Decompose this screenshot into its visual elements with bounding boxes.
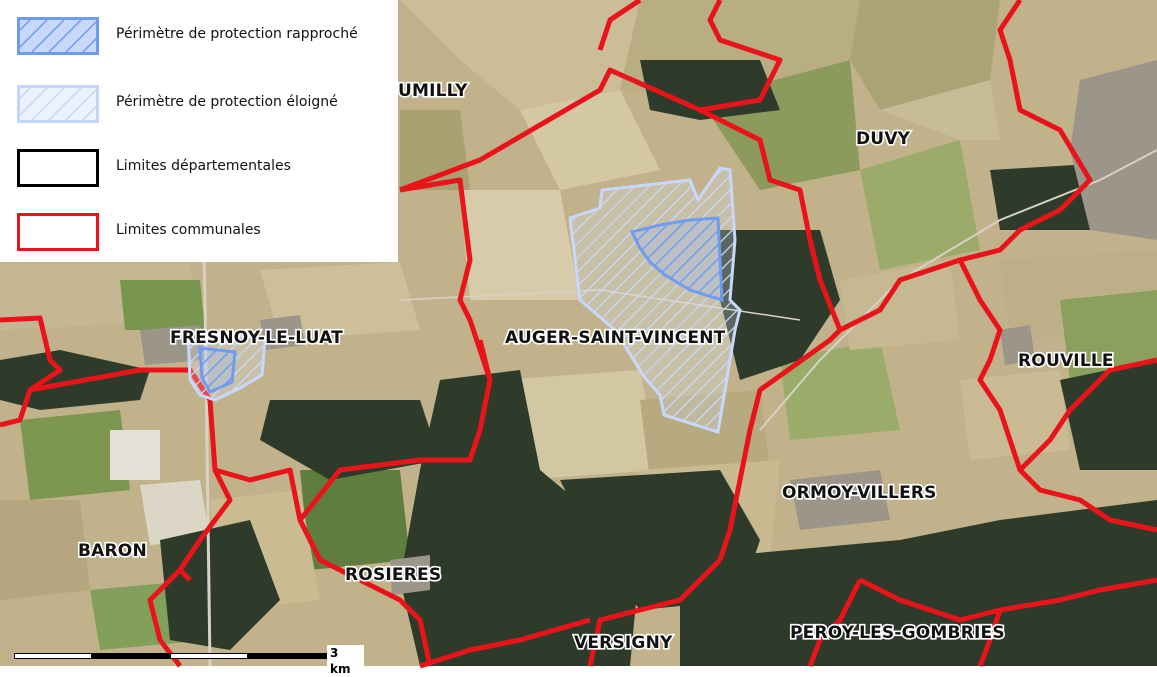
scale-segment-black-1 (92, 653, 170, 659)
legend-label-far-perimeter: Périmètre de protection éloigné (116, 94, 338, 110)
label-duvy: DUVY (856, 129, 911, 149)
hatched-blue-swatch-icon (17, 17, 99, 55)
label-peroy-les-gombries: PEROY-LES-GOMBRIES (790, 623, 1005, 643)
close-perimeter-fresnoy (198, 346, 237, 394)
fields (0, 0, 1157, 650)
scale-segment-white-1 (14, 653, 92, 659)
map-legend: Périmètre de protection rapproché Périmè… (0, 0, 398, 262)
label-auger-saint-vincent: AUGER-SAINT-VINCENT (505, 328, 726, 348)
legend-item-commune-limits: Limites communales (12, 212, 392, 256)
label-versigny: VERSIGNY (574, 633, 673, 653)
label-rosieres: ROSIERES (345, 565, 441, 585)
scale-label: 3 km (327, 645, 364, 677)
close-perimeter-auger (629, 216, 724, 303)
scale-segment-white-2 (170, 653, 248, 659)
legend-label-close-perimeter: Périmètre de protection rapproché (116, 26, 358, 42)
legend-item-far-perimeter: Périmètre de protection éloigné (12, 84, 392, 128)
red-outline-swatch-icon (17, 213, 99, 251)
black-outline-swatch-icon (17, 149, 99, 187)
legend-item-department-limits: Limites départementales (12, 148, 392, 192)
legend-label-department-limits: Limites départementales (116, 158, 291, 174)
label-umilly: UMILLY (398, 81, 468, 101)
label-rouville: ROUVILLE (1018, 351, 1114, 371)
commune-labels: UMILLY DUVY FRESNOY-LE-LUAT AUGER-SAINT-… (76, 79, 1115, 654)
label-ormoy-villers: ORMOY-VILLERS (782, 483, 937, 503)
scale-bar: 3 km (14, 645, 364, 677)
legend-item-close-perimeter: Périmètre de protection rapproché (12, 16, 392, 60)
legend-label-commune-limits: Limites communales (116, 222, 261, 238)
towns (140, 60, 1157, 595)
label-fresnoy-le-luat: FRESNOY-LE-LUAT (170, 328, 343, 348)
hatched-light-blue-swatch-icon (17, 85, 99, 123)
scale-segment-black-2 (248, 653, 327, 659)
label-baron: BARON (78, 541, 147, 561)
